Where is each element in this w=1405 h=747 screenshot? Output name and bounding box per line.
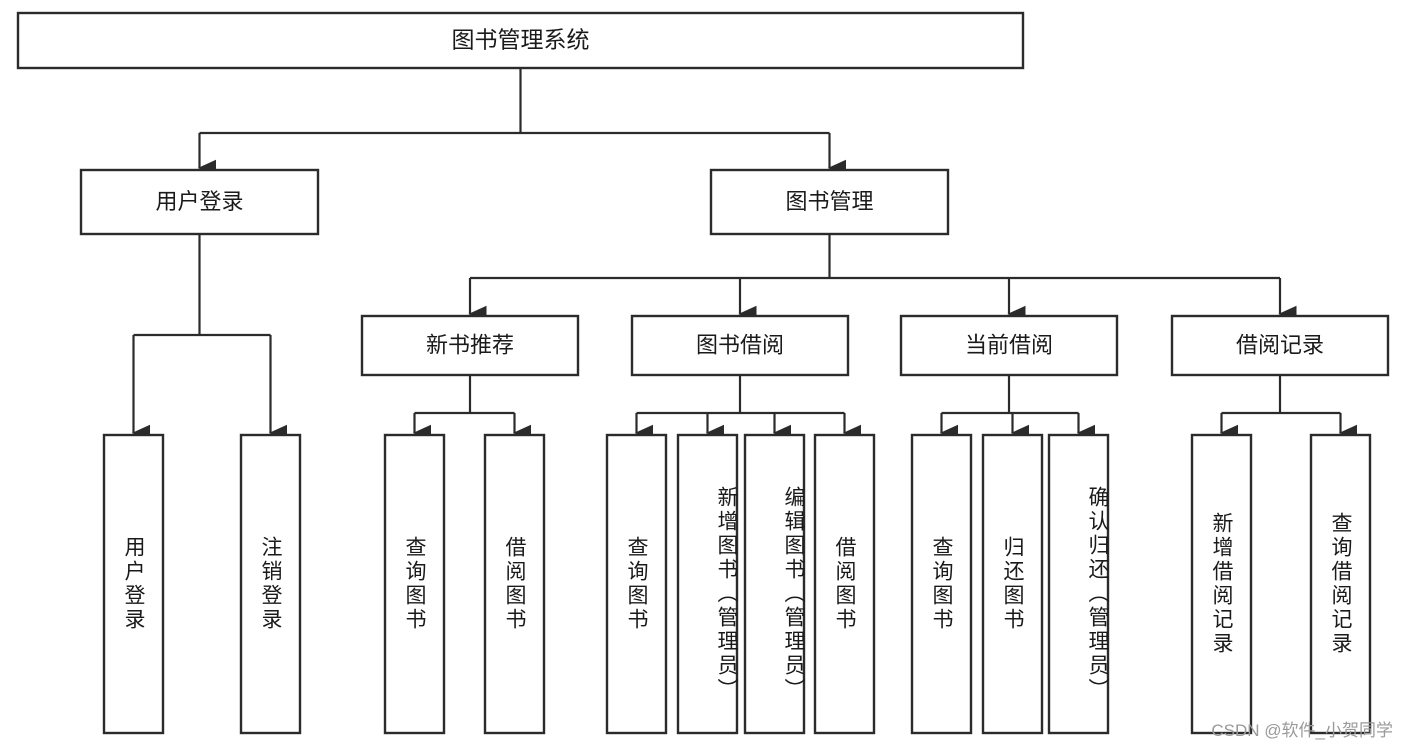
node-book-borrow-label: 图书借阅: [696, 332, 784, 357]
node-current-borrow-label: 当前借阅: [965, 332, 1053, 357]
node-leaf-query-record[interactable]: [1309, 433, 1372, 735]
node-book-borrow[interactable]: 图书借阅: [630, 314, 850, 377]
csdn-watermark: CSDN @软件_小贺同学: [1211, 721, 1393, 740]
node-leaf-borrow-book-1-box[interactable]: [483, 433, 546, 735]
node-leaf-edit-book[interactable]: [743, 433, 806, 735]
node-new-book-recommend[interactable]: 新书推荐: [360, 314, 580, 377]
node-book-manage-box[interactable]: [709, 168, 950, 236]
node-leaf-return-book[interactable]: [981, 433, 1044, 735]
node-new-book-recommend-label: 新书推荐: [426, 332, 514, 357]
node-leaf-user-logout-box[interactable]: [239, 433, 302, 735]
node-leaf-confirm-return-box[interactable]: [1047, 433, 1110, 735]
node-borrow-record-label: 借阅记录: [1236, 332, 1324, 357]
node-user-login-box[interactable]: [79, 168, 320, 236]
node-book-manage-label: 图书管理: [785, 189, 873, 214]
node-leaf-query-book-3[interactable]: [910, 433, 973, 735]
node-leaf-edit-book-box[interactable]: [743, 433, 806, 735]
node-root[interactable]: 图书管理系统: [16, 11, 1025, 70]
edges-layer: [131, 68, 1357, 442]
node-book-manage[interactable]: 图书管理: [709, 168, 950, 236]
node-leaf-borrow-book-1[interactable]: [483, 433, 546, 735]
node-leaf-query-book-1[interactable]: [383, 433, 446, 735]
node-leaf-user-login[interactable]: [102, 433, 165, 735]
node-new-book-recommend-box[interactable]: [360, 314, 580, 377]
node-current-borrow[interactable]: 当前借阅: [899, 314, 1119, 377]
node-leaf-query-book-3-box[interactable]: [910, 433, 973, 735]
node-leaf-add-record[interactable]: [1190, 433, 1253, 735]
node-borrow-record[interactable]: 借阅记录: [1170, 314, 1390, 377]
node-leaf-add-book-box[interactable]: [676, 433, 739, 735]
node-root-label: 图书管理系统: [452, 27, 590, 53]
node-leaf-add-book[interactable]: [676, 433, 739, 735]
node-leaf-query-book-2-box[interactable]: [605, 433, 668, 735]
node-leaf-return-book-box[interactable]: [981, 433, 1044, 735]
node-current-borrow-box[interactable]: [899, 314, 1119, 377]
node-leaf-confirm-return[interactable]: [1047, 433, 1110, 735]
node-leaf-add-record-box[interactable]: [1190, 433, 1253, 735]
node-leaf-query-book-2[interactable]: [605, 433, 668, 735]
node-leaf-user-login-box[interactable]: [102, 433, 165, 735]
node-leaf-query-book-1-box[interactable]: [383, 433, 446, 735]
node-leaf-user-logout[interactable]: [239, 433, 302, 735]
node-root-box[interactable]: [16, 11, 1025, 70]
node-borrow-record-box[interactable]: [1170, 314, 1390, 377]
node-leaf-borrow-book-2[interactable]: [813, 433, 876, 735]
node-user-login[interactable]: 用户登录: [79, 168, 320, 236]
node-book-borrow-box[interactable]: [630, 314, 850, 377]
node-user-login-label: 用户登录: [155, 189, 243, 214]
node-leaf-query-record-box[interactable]: [1309, 433, 1372, 735]
node-leaf-borrow-book-2-box[interactable]: [813, 433, 876, 735]
